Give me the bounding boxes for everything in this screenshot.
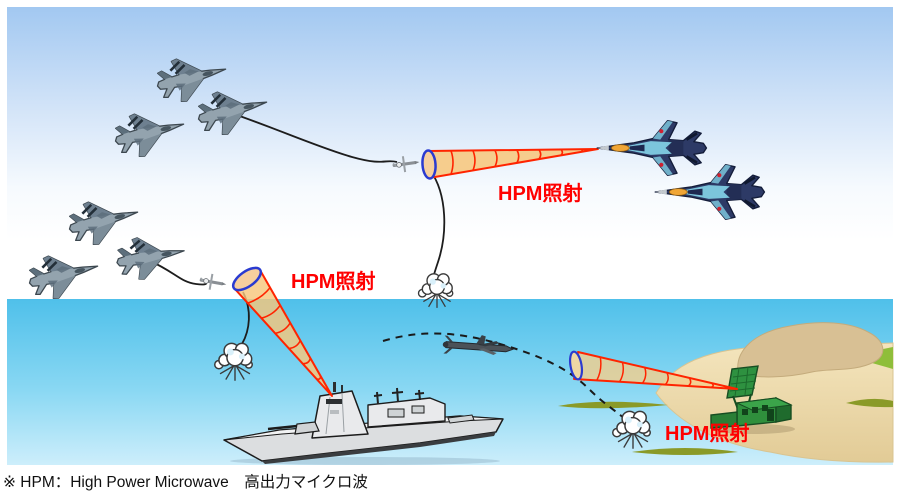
cruise-missile bbox=[442, 335, 515, 355]
hpm-label-air: HPM照射 bbox=[498, 181, 582, 205]
island-hill bbox=[737, 322, 884, 378]
beam-aperture-ring bbox=[231, 266, 263, 292]
shore-tuft bbox=[632, 448, 738, 455]
hpm-beam-ship bbox=[231, 266, 333, 397]
stealth-warship bbox=[223, 382, 504, 465]
hpm-label-ship: HPM照射 bbox=[291, 269, 375, 293]
shore-tuft bbox=[846, 398, 893, 408]
ship-masts bbox=[373, 387, 425, 405]
tow-cable-1 bbox=[230, 112, 398, 163]
hpm-label-land: HPM照射 bbox=[665, 421, 749, 445]
hpm-beam-air bbox=[421, 148, 599, 180]
footnote-text: ※ HPM：High Power Microwave 高出力マイクロ波 bbox=[3, 473, 368, 491]
island-radar-unit bbox=[710, 365, 795, 434]
beam-aperture-ring bbox=[421, 149, 437, 180]
hpm-beam-land bbox=[568, 350, 738, 390]
beam-aperture-ring bbox=[568, 350, 584, 381]
shore-tuft bbox=[558, 401, 668, 409]
